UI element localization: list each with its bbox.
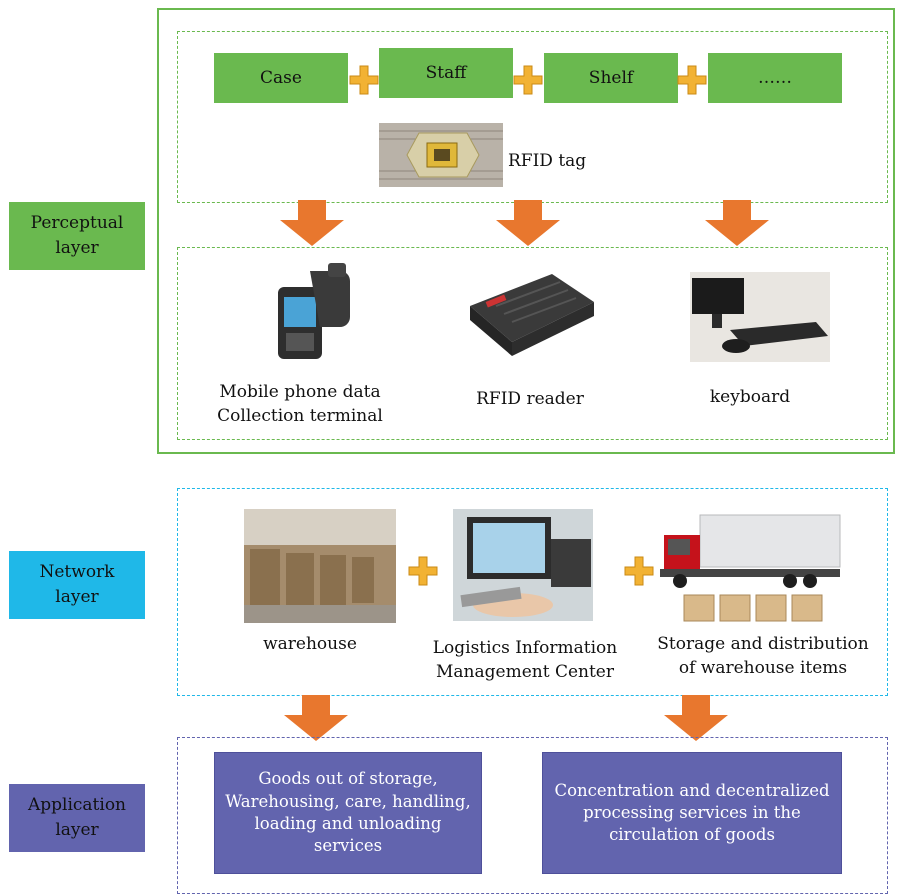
perceptual-devices-group [177, 247, 888, 440]
truck-icon [660, 505, 845, 633]
perceptual-layer-label: Perceptual layer [9, 202, 145, 270]
plus-icon [676, 64, 708, 96]
down-arrow-icon [664, 695, 728, 741]
device-label-keyboard: keyboard [680, 386, 820, 410]
service-text-line: processing services in the [583, 802, 801, 822]
service-text-line: loading and unloading [254, 814, 442, 833]
object-more-label: …… [758, 68, 792, 88]
rfid-reader-icon [456, 266, 604, 366]
service-box-storage-handling: Goods out of storage, Warehousing, care,… [214, 752, 482, 874]
plus-icon [407, 555, 439, 587]
plus-icon [623, 555, 655, 587]
down-arrow-icon [284, 695, 348, 741]
object-shelf: Shelf [544, 53, 678, 103]
layer-label-line: layer [55, 238, 99, 258]
layer-label-line: layer [55, 587, 99, 607]
device-label-handheld: Mobile phone data Collection terminal [200, 381, 400, 429]
network-label-line: Management Center [436, 661, 614, 682]
application-layer-label: Application layer [9, 784, 145, 852]
object-staff: Staff [379, 48, 513, 98]
network-label-line: Storage and distribution [657, 634, 869, 654]
network-label-line: Logistics Information [432, 638, 618, 658]
rfid-tag-icon [379, 123, 503, 191]
device-label-line: RFID reader [476, 389, 584, 409]
down-arrow-icon [496, 200, 560, 246]
plus-icon [512, 64, 544, 96]
network-layer-frame [177, 488, 888, 696]
network-label-line: warehouse [263, 634, 357, 654]
service-text-line: Warehousing, care, handling, [225, 791, 471, 811]
service-text-line: services [313, 836, 383, 856]
service-text-line: Goods out of storage, [258, 769, 438, 789]
device-label-line: Collection terminal [217, 405, 383, 426]
perceptual-layer-frame [157, 8, 895, 454]
rfid-tag-label: RFID tag [508, 151, 587, 171]
device-label-rfid-reader: RFID reader [440, 388, 620, 412]
network-label-logistics: Logistics Information Management Center [420, 637, 630, 685]
device-label-line: Mobile phone data [219, 382, 381, 402]
layer-label-line: Perceptual [30, 213, 124, 234]
layer-label-line: Network [39, 562, 115, 583]
device-label-line: keyboard [709, 387, 791, 407]
object-case: Case [214, 53, 348, 103]
layer-label-line: layer [55, 820, 99, 840]
service-box-circulation: Concentration and decentralized processi… [542, 752, 842, 874]
warehouse-icon [244, 509, 396, 627]
layer-label-line: Application [27, 795, 127, 816]
object-shelf-label: Shelf [588, 68, 634, 88]
object-more: …… [708, 53, 842, 103]
down-arrow-icon [280, 200, 344, 246]
network-layer-label: Network layer [9, 551, 145, 619]
down-arrow-icon [705, 200, 769, 246]
handheld-terminal-icon [270, 257, 366, 369]
network-label-storage: Storage and distribution of warehouse it… [648, 633, 878, 681]
network-label-warehouse: warehouse [230, 633, 390, 657]
object-case-label: Case [260, 68, 302, 88]
network-label-line: of warehouse items [678, 657, 848, 678]
logistics-center-icon [453, 509, 593, 625]
object-staff-label: Staff [425, 63, 467, 83]
service-text-line: Concentration and decentralized [554, 780, 830, 800]
computer-keyboard-icon [690, 272, 830, 366]
service-text-line: circulation of goods [609, 825, 775, 845]
plus-icon [348, 64, 380, 96]
application-layer-frame [177, 737, 888, 894]
